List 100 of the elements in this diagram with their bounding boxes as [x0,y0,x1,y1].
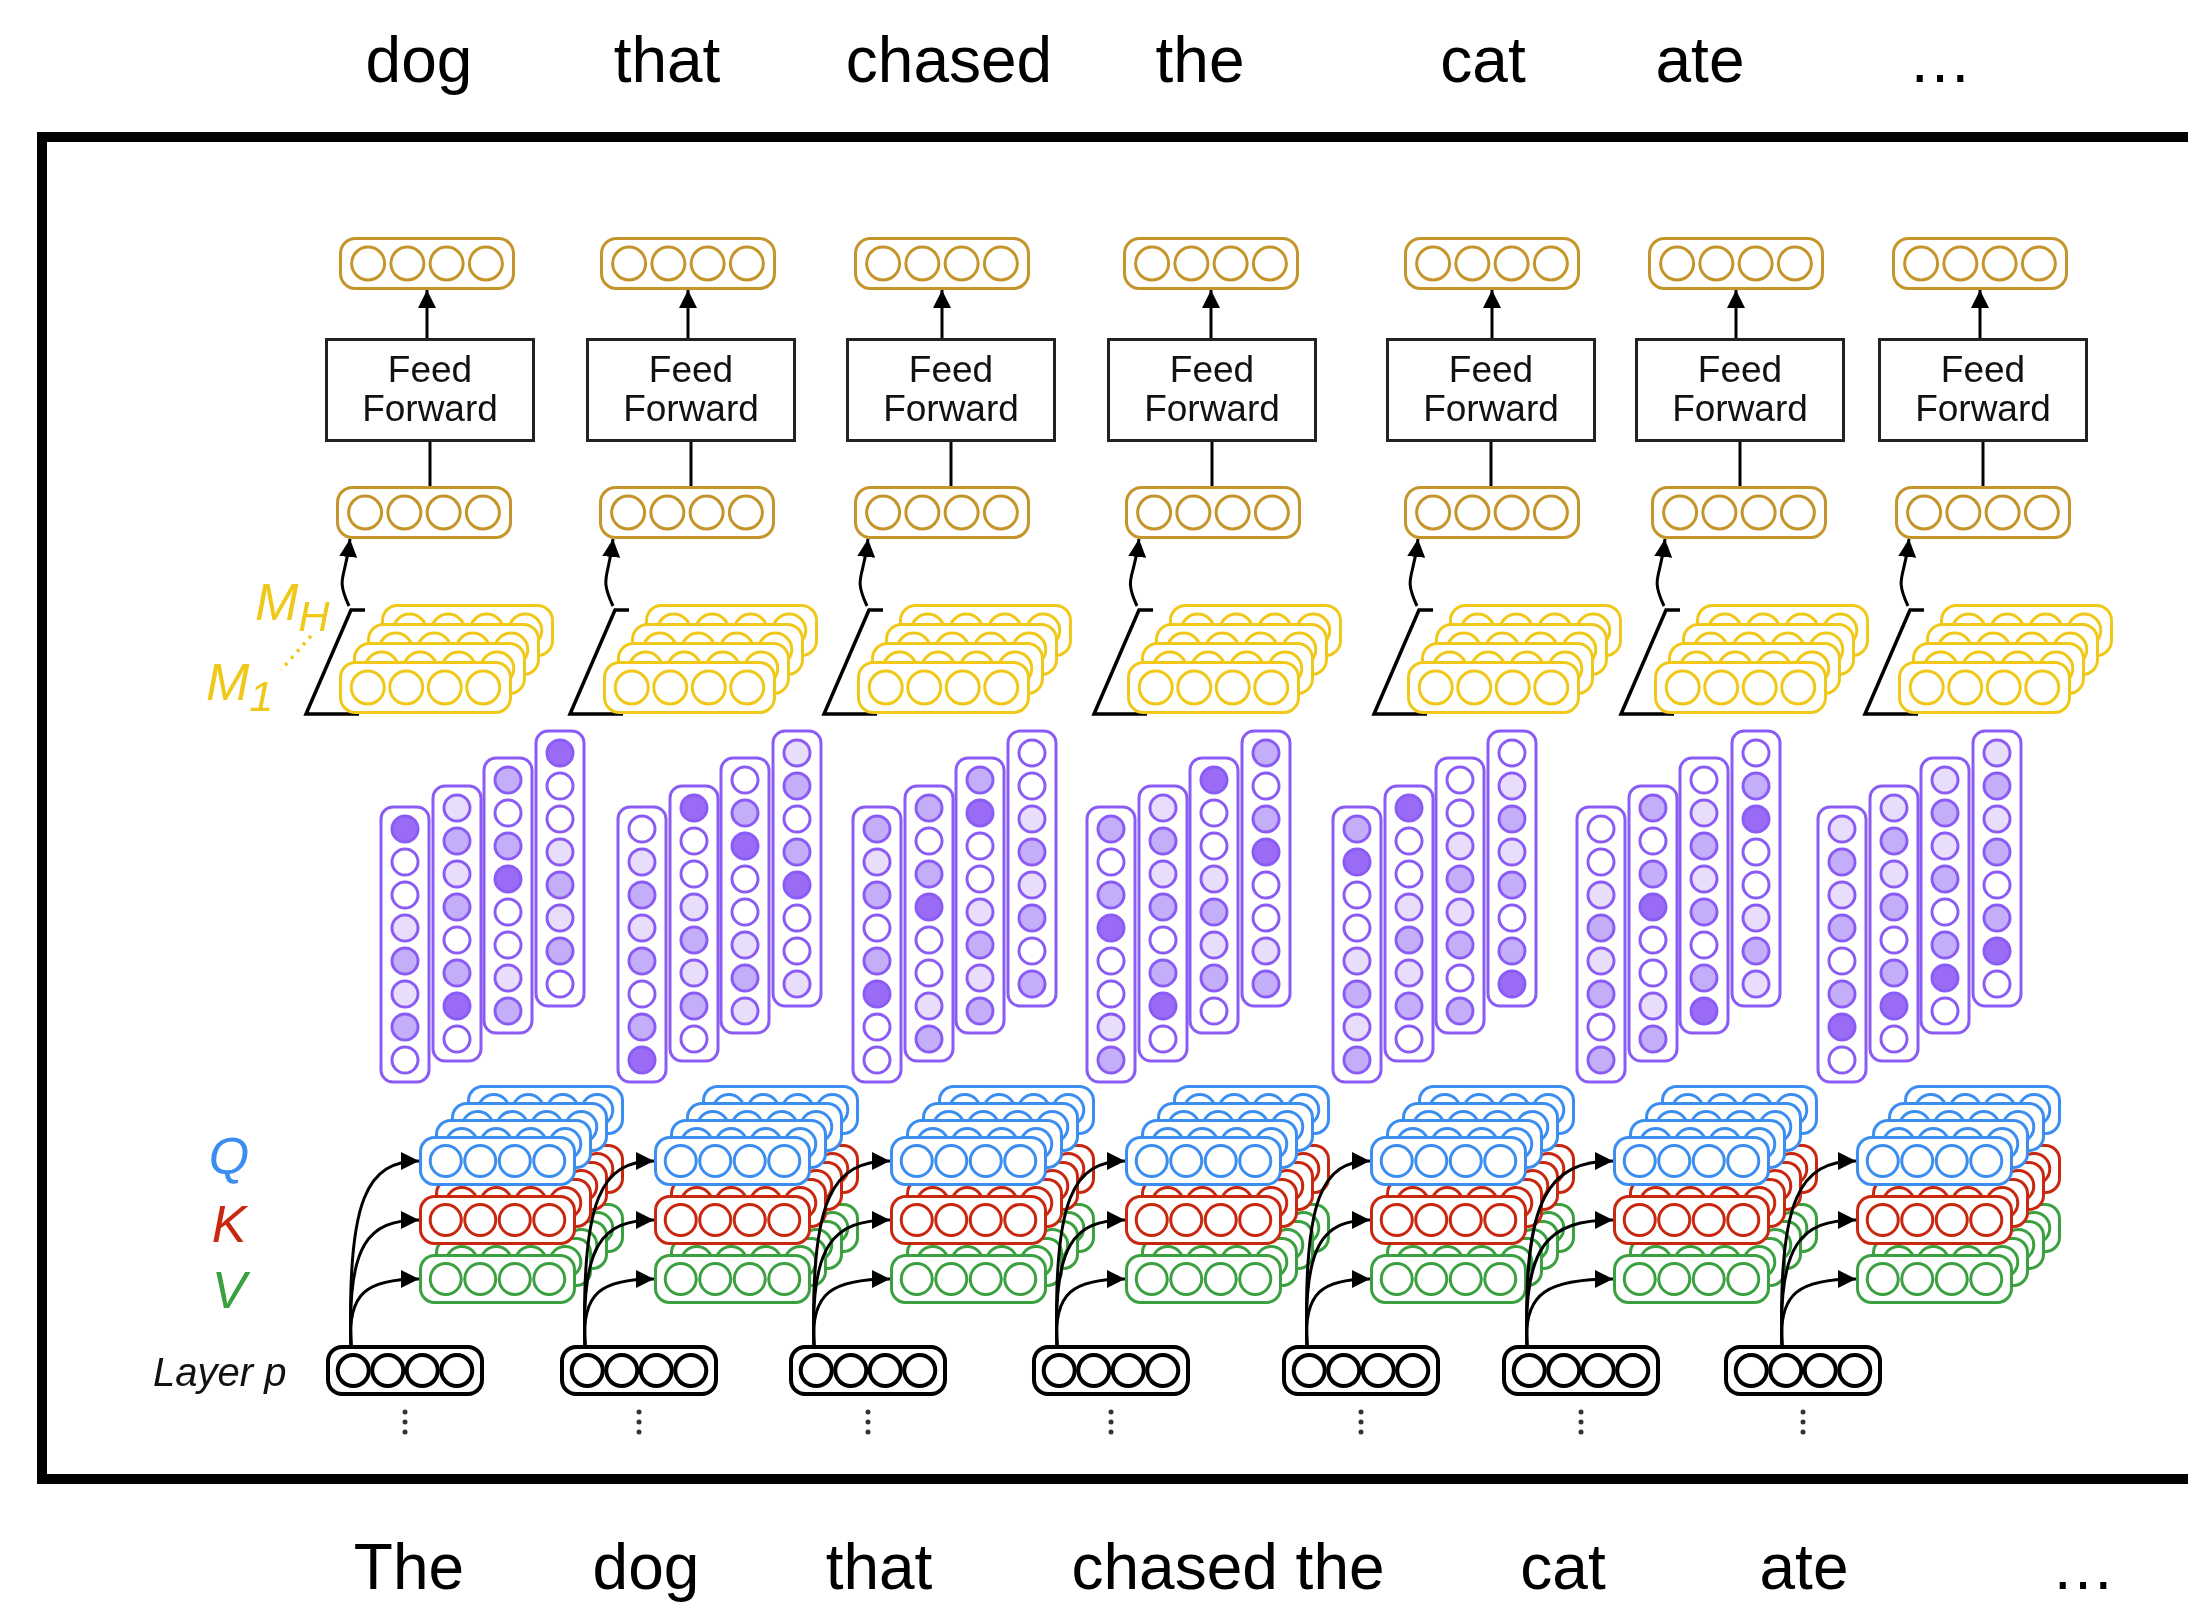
word: chased the [1071,1535,1385,1599]
word: cat [1520,1535,1606,1599]
process-box [1635,338,1845,442]
output-vector [1404,237,1580,290]
arrow [338,538,357,607]
arrow [1780,1270,1857,1346]
head-vector-stack [1619,606,1869,716]
arrow [1727,290,1745,338]
arrow [601,538,620,607]
head-vector-stack [822,606,1072,716]
arrow [1305,1270,1371,1346]
key-vector-stack [1856,1195,2013,1245]
arrow [1897,538,1916,607]
connector-line [1738,442,1742,486]
arrow [1971,290,1989,338]
output-vector [600,237,776,290]
connector-line [1981,442,1985,486]
word: ate [1655,28,1745,92]
key-vector-stack [1125,1195,1282,1245]
hidden-vector [336,486,512,539]
connector-line [1489,442,1493,486]
process-label: Feed Forward [1671,351,1809,429]
input-vector [1282,1345,1440,1396]
head-vector-stack [568,606,818,716]
arrow [856,538,875,607]
arrow [812,1270,891,1346]
query-vector-stack [1125,1136,1282,1186]
hidden-vector [1895,486,2071,539]
arrow [1653,538,1672,607]
head-vector-stack [1372,606,1622,716]
word: ate [1759,1535,1849,1599]
arrow [679,290,697,338]
process-label: Feed Forward [361,351,499,429]
process-label: Feed Forward [1914,351,2052,429]
arrow [1127,538,1146,607]
process-box [586,338,796,442]
process-label: Feed Forward [622,351,760,429]
arrow [583,1270,655,1346]
layer-label: Layer p [153,1352,287,1392]
input-vector [1724,1345,1882,1396]
vector-label: K [211,1198,247,1250]
arrow [1202,290,1220,338]
input-vector [560,1345,718,1396]
word: the [1155,28,1245,92]
value-vector-stack [1125,1254,1282,1304]
query-vector-stack [1613,1136,1770,1186]
value-vector-stack [1370,1254,1527,1304]
process-label: Feed Forward [1143,351,1281,429]
value-vector-stack [890,1254,1047,1304]
output-vector [1648,237,1824,290]
hidden-vector [1404,486,1580,539]
process-box [846,338,1056,442]
word: that [613,28,721,92]
output-vector [1892,237,2068,290]
word: chased [845,28,1053,92]
output-vector [339,237,515,290]
process-box [1386,338,1596,442]
word: that [825,1535,933,1599]
connector-line [689,442,693,486]
value-vector-stack [1613,1254,1770,1304]
arrow [1055,1270,1126,1346]
word: … [1908,28,1972,92]
word: cat [1440,28,1526,92]
connector-line [949,442,953,486]
query-vector-stack [1856,1136,2013,1186]
arrow [933,290,951,338]
head-vector-stack [1092,606,1342,716]
query-vector-stack [890,1136,1047,1186]
value-vector-stack [1856,1254,2013,1304]
process-label: Feed Forward [1422,351,1560,429]
key-vector-stack [890,1195,1047,1245]
arrow [349,1270,420,1346]
input-vector [1032,1345,1190,1396]
hidden-vector [1125,486,1301,539]
hidden-vector [854,486,1030,539]
arrow [1406,538,1425,607]
process-label: Feed Forward [882,351,1020,429]
vector-label: Q [208,1130,250,1182]
key-vector-stack [654,1195,811,1245]
query-vector-stack [1370,1136,1527,1186]
word: … [2051,1535,2115,1599]
process-box [1878,338,2088,442]
word: The [353,1535,465,1599]
hidden-vector [1651,486,1827,539]
process-box [325,338,535,442]
key-vector-stack [1370,1195,1527,1245]
connector-line [1210,442,1214,486]
head-vector-stack [1863,606,2113,716]
value-vector-stack [654,1254,811,1304]
arrow [1483,290,1501,338]
hidden-vector [599,486,775,539]
head-label: M$_{H}$ [255,576,330,639]
output-vector [1123,237,1299,290]
key-vector-stack [1613,1195,1770,1245]
query-vector-stack [654,1136,811,1186]
input-vector [789,1345,947,1396]
key-vector-stack [419,1195,576,1245]
input-vector [1502,1345,1660,1396]
output-vector [854,237,1030,290]
query-vector-stack [419,1136,576,1186]
